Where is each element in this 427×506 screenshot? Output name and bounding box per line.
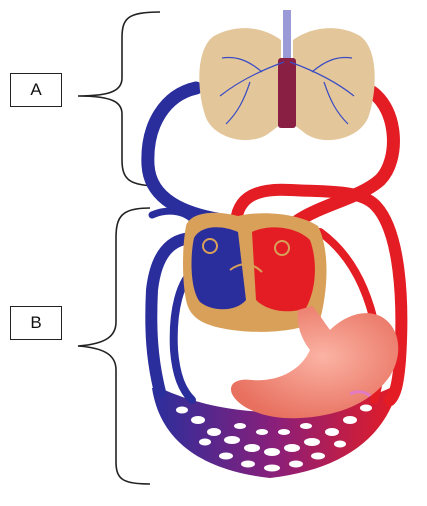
lungs-icon bbox=[199, 10, 374, 140]
label-b: B bbox=[10, 306, 62, 340]
label-a: A bbox=[10, 73, 62, 107]
bracket-b bbox=[78, 208, 150, 484]
